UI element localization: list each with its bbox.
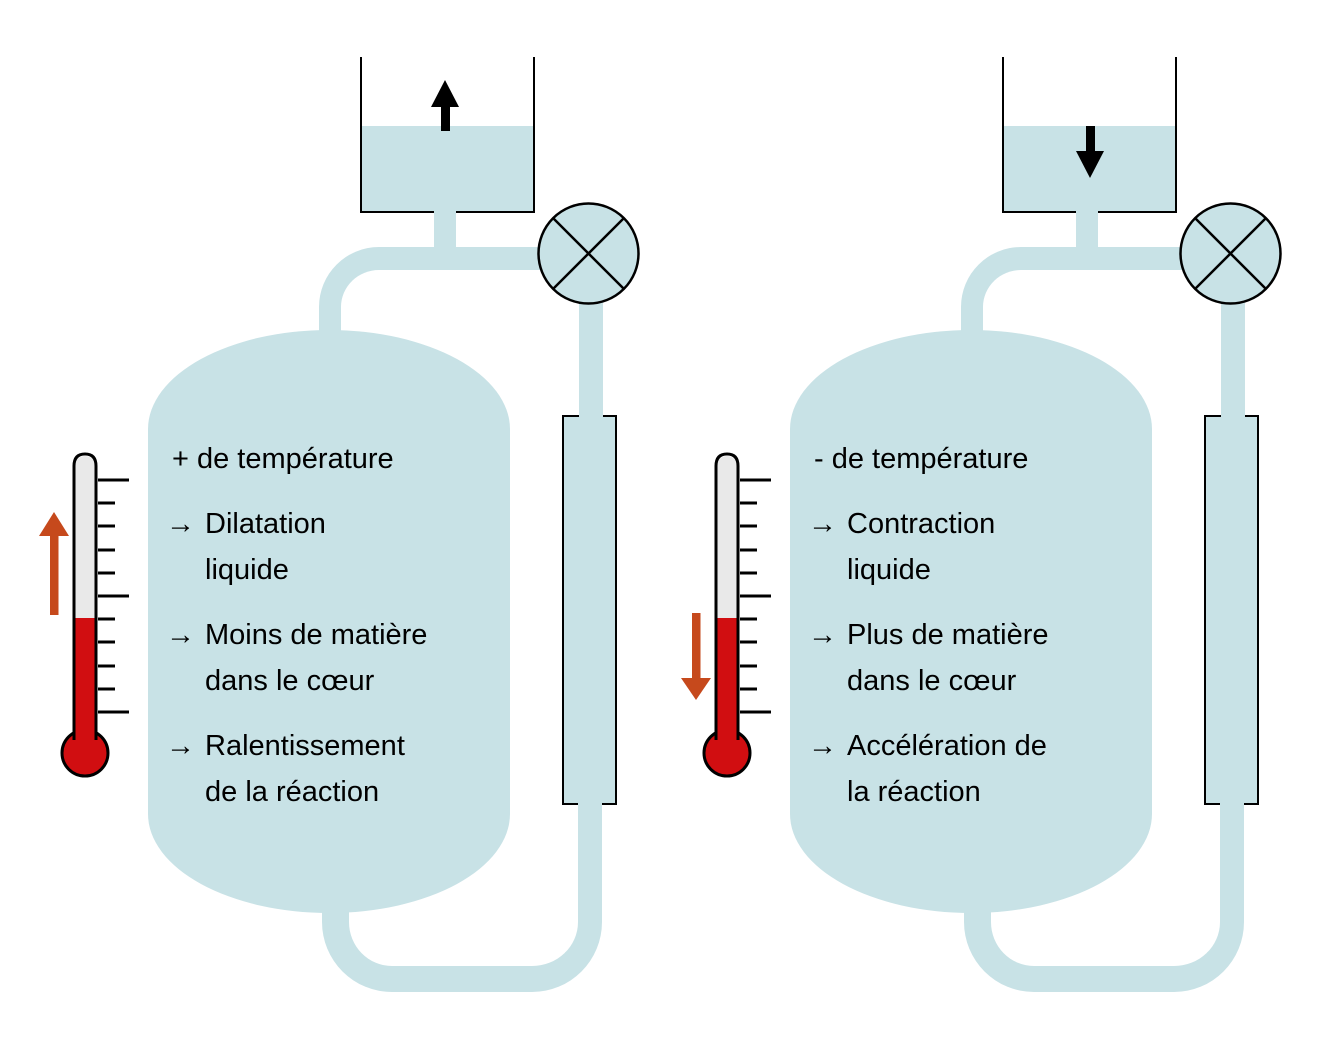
bullet-line: dans le cœur xyxy=(205,665,375,697)
tank-connection-pipe xyxy=(434,205,456,257)
arrow-shaft xyxy=(1085,126,1095,151)
valve-to-exchanger-pipe xyxy=(1221,294,1245,422)
unit-temperature-decrease: - de température → Contraction liquide →… xyxy=(642,0,1302,1052)
bullet-item: → Ralentissement de la réaction xyxy=(166,723,511,815)
bullet-line: Moins de matière xyxy=(205,619,428,651)
valve-icon xyxy=(1179,202,1282,305)
vessel-text-block: + de température → Dilatation liquide → … xyxy=(166,436,511,834)
bullet-line: la réaction xyxy=(847,776,981,808)
bullet-arrow-glyph: → xyxy=(808,619,837,651)
bullet-line: liquide xyxy=(847,554,931,586)
bullet-line: Ralentissement xyxy=(205,730,405,762)
temperature-label: + de température xyxy=(172,443,394,475)
bullet-arrow-glyph: → xyxy=(808,730,837,762)
bullet-item: → Dilatation liquide xyxy=(166,501,511,593)
level-up-arrow-icon xyxy=(431,80,459,131)
level-down-arrow-icon xyxy=(1076,126,1104,178)
temperature-label: - de température xyxy=(814,443,1029,475)
bullet-line: dans le cœur xyxy=(847,665,1017,697)
bullet-line: Plus de matière xyxy=(847,619,1049,651)
bullet-item: → Accélération de la réaction xyxy=(808,723,1153,815)
heat-exchanger-column xyxy=(1204,415,1259,805)
valve-icon xyxy=(537,202,640,305)
arrow-head xyxy=(1076,151,1104,178)
bullet-item: → Plus de matière dans le cœur xyxy=(808,612,1153,704)
bullet-line: Contraction xyxy=(847,508,996,540)
valve-to-exchanger-pipe xyxy=(579,294,603,422)
bullet-line: liquide xyxy=(205,554,289,586)
bullet-item: → Moins de matière dans le cœur xyxy=(166,612,511,704)
tank-liquid xyxy=(362,126,533,211)
arrow-head xyxy=(431,80,459,107)
bullet-line: Dilatation xyxy=(205,508,326,540)
bullet-item: → Contraction liquide xyxy=(808,501,1153,593)
temp-down-arrow-icon xyxy=(681,613,711,700)
bullet-arrow-glyph: → xyxy=(166,508,195,540)
bullet-line: de la réaction xyxy=(205,776,380,808)
bullet-arrow-glyph: → xyxy=(166,619,195,651)
vessel-text-block: - de température → Contraction liquide →… xyxy=(808,436,1153,834)
temp-up-arrow-icon xyxy=(39,512,69,615)
bullet-arrow-glyph: → xyxy=(166,730,195,762)
heat-exchanger-column xyxy=(562,415,617,805)
thermometer-icon xyxy=(39,452,129,778)
thermometer-icon xyxy=(681,452,771,778)
cold-leg-pipe xyxy=(964,800,1244,992)
unit-temperature-increase: + de température → Dilatation liquide → … xyxy=(0,0,660,1052)
bullet-line: Accélération de xyxy=(847,730,1047,762)
bullet-arrow-glyph: → xyxy=(808,508,837,540)
tank-connection-pipe xyxy=(1076,205,1098,257)
arrow-shaft xyxy=(440,107,450,131)
